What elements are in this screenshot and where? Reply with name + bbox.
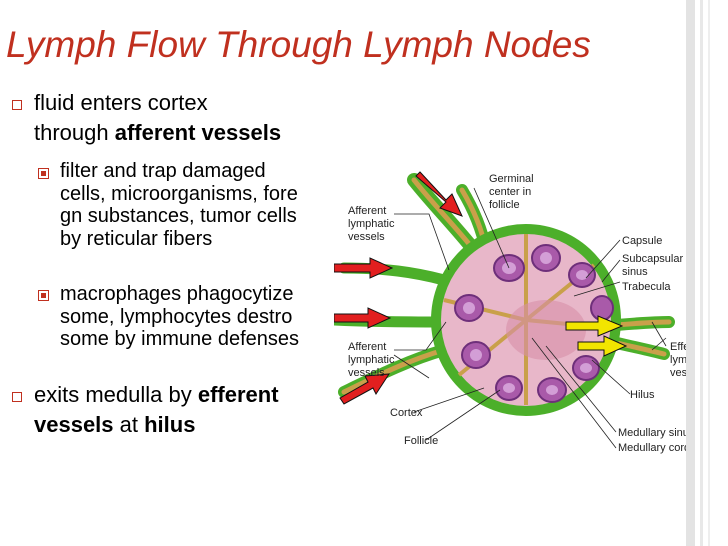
label-afferent-bot-3: vessels xyxy=(348,367,385,379)
label-hilus: Hilus xyxy=(630,389,655,401)
bullet-text: cells, microorganisms, fore xyxy=(60,182,298,205)
label-germinal-1: Germinal xyxy=(489,173,534,185)
label-subcapsular-2: sinus xyxy=(622,266,648,278)
sub-bullet-filter: filter and trap damaged cells, microorga… xyxy=(60,160,298,250)
bullet-text: by reticular fibers xyxy=(60,227,213,250)
label-germinal-2: center in xyxy=(489,186,531,198)
bullet-text: at xyxy=(113,412,145,437)
bullet-marker xyxy=(12,100,22,110)
label-afferent-top-2: lymphatic xyxy=(348,218,395,230)
decorative-bar xyxy=(700,0,703,546)
bullet-text: fluid enters cortex xyxy=(34,90,208,115)
bullet-text: exits medulla by xyxy=(34,382,198,407)
label-afferent-top-1: Afferent xyxy=(348,205,386,217)
afferent-arrows xyxy=(334,171,463,405)
lymph-node-diagram: Germinal center in follicle Afferent lym… xyxy=(334,171,686,454)
bullet-text: some by immune defenses xyxy=(60,328,300,350)
decorative-bar xyxy=(708,0,710,546)
bold-term-hilus: hilus xyxy=(144,412,196,437)
bold-term-efferent: efferent xyxy=(197,382,279,407)
sub-bullet-marker xyxy=(38,290,49,301)
bullet-text: gn substances, tumor cells xyxy=(60,205,297,227)
bullet-text: filter and trap damaged xyxy=(60,160,266,182)
bullet-text: macrophages phagocytize xyxy=(60,283,294,305)
label-efferent-1: Efferent xyxy=(670,341,686,353)
label-trabecula: Trabecula xyxy=(622,281,671,293)
label-cortex: Cortex xyxy=(390,407,423,419)
label-subcapsular-1: Subcapsular xyxy=(622,253,683,265)
diagram-labels: Germinal center in follicle Afferent lym… xyxy=(348,173,686,454)
efferent-arrows xyxy=(565,315,628,357)
label-capsule: Capsule xyxy=(622,235,662,247)
bullet-text: through xyxy=(34,120,115,145)
label-germinal-3: follicle xyxy=(489,199,520,211)
bullet-marker xyxy=(12,392,22,402)
label-medullary-cord: Medullary cord xyxy=(618,442,686,454)
label-afferent-top-3: vessels xyxy=(348,231,385,243)
bold-term-afferent-vessels: afferent vessels xyxy=(114,120,282,145)
label-follicle: Follicle xyxy=(404,435,438,447)
label-medullary-sinus: Medullary sinus xyxy=(618,427,686,439)
label-afferent-bot-1: Afferent xyxy=(348,341,386,353)
bullet-exits-medulla: exits medulla by efferent vessels at hil… xyxy=(34,380,279,440)
label-efferent-3: vessels xyxy=(670,367,686,379)
label-afferent-bot-2: lymphatic xyxy=(348,354,395,366)
bullet-text: some, lymphocytes destro xyxy=(60,305,293,328)
bullet-fluid-enters: fluid enters cortex through afferent ves… xyxy=(34,88,281,148)
bold-term-vessels: vessels xyxy=(34,412,114,437)
slide-title: Lymph Flow Through Lymph Nodes xyxy=(6,24,591,65)
sub-bullet-macrophages: macrophages phagocytize some, lymphocyte… xyxy=(60,283,299,351)
lymph-node-body xyxy=(431,224,621,416)
label-efferent-2: lymphatic xyxy=(670,354,686,366)
decorative-bar xyxy=(686,0,695,546)
sub-bullet-marker xyxy=(38,168,49,179)
